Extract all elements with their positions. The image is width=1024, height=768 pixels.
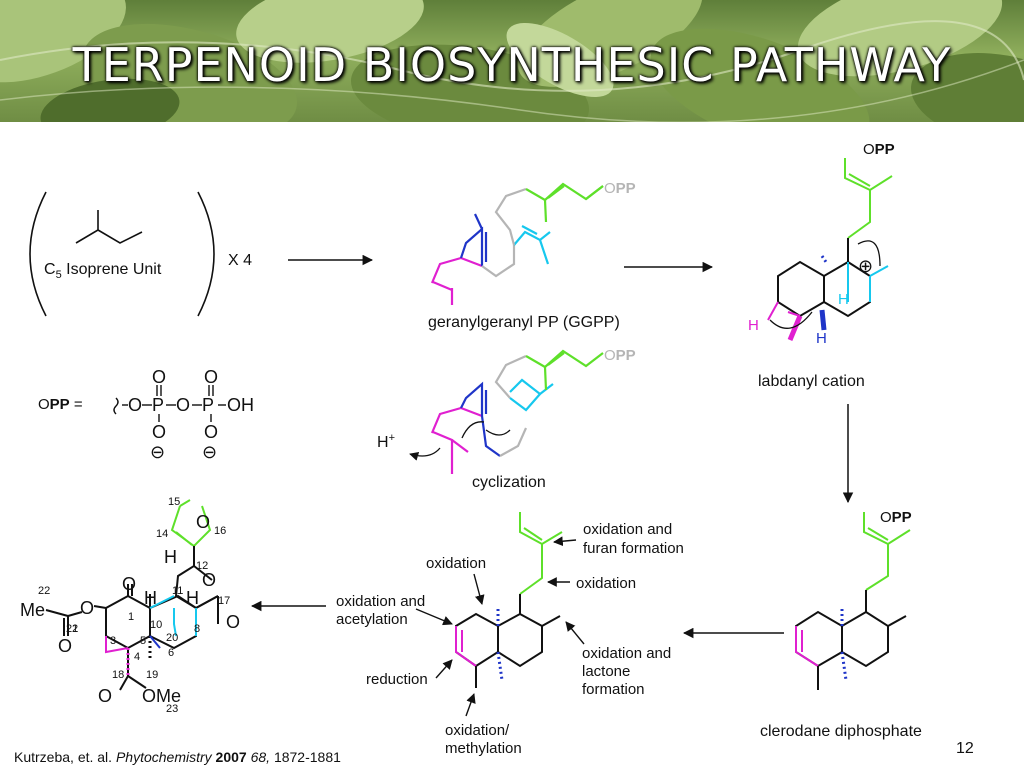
num-15: 15: [168, 496, 180, 508]
num-14: 14: [156, 528, 168, 540]
num-8: 8: [194, 623, 200, 635]
label-ox-meth-1: oxidation/: [445, 722, 510, 739]
atom-h-8: H: [186, 588, 199, 608]
citation-journal: Phytochemistry: [115, 749, 212, 765]
num-23: 23: [166, 703, 178, 715]
atom-o-lactone: O: [202, 570, 216, 590]
label-ox-lact-1: oxidation and: [582, 645, 671, 662]
num-6: 6: [168, 647, 174, 659]
num-1: 1: [128, 611, 134, 623]
page-number: 12: [956, 740, 974, 757]
num-16: 16: [214, 525, 226, 537]
label-ox-furan-2: furan formation: [583, 540, 684, 557]
ggpp-opp-label: OPP: [604, 180, 636, 197]
atom-o-acetoxy: O: [80, 598, 94, 618]
salvinorin-atoms: H O O O O H H O Me O O OMe: [20, 512, 240, 706]
atom-o-carbonyl-1: O: [122, 574, 136, 594]
opp-o-1: O: [128, 395, 142, 415]
clerodane-opp-label: OPP: [880, 509, 912, 526]
ggpp-label: geranylgeranyl PP (GGPP): [428, 314, 620, 331]
citation-year: 2007: [215, 749, 247, 765]
num-21: 21: [66, 623, 78, 635]
opp-o-top-2: O: [204, 367, 218, 387]
num-22: 22: [38, 585, 50, 597]
opp-definition-label: OPP =: [38, 396, 83, 413]
atom-ome: OMe: [142, 686, 181, 706]
cyclization-label: cyclization: [472, 474, 546, 491]
label-ox-lact-2: lactone: [582, 663, 630, 680]
atom-h-10: H: [144, 588, 157, 608]
opp-structure: [113, 385, 226, 422]
labdanyl-structure: [767, 158, 893, 341]
opp-p-2: P: [202, 395, 214, 415]
atom-o-acetyl-carbonyl: O: [58, 636, 72, 656]
atom-o-ester-carbonyl: O: [98, 686, 112, 706]
citation-authors: Kutrzeba, et. al.: [14, 749, 113, 765]
label-ox-meth-2: methylation: [445, 740, 522, 757]
clerodane-label: clerodane diphosphate: [760, 723, 922, 740]
labdanyl-plus-charge: ⊕: [858, 256, 873, 276]
cyclization-structure: [409, 349, 604, 474]
slide-title: TERPENOID BIOSYNTHESIC PATHWAY: [72, 38, 952, 92]
num-4: 4: [134, 651, 140, 663]
clerodane-structure: [795, 512, 911, 690]
label-ox-acet-1: oxidation and: [336, 593, 425, 610]
num-2: 2: [72, 623, 78, 635]
num-18: 18: [112, 669, 124, 681]
num-3: 3: [110, 635, 116, 647]
leaf-banner: TERPENOID BIOSYNTHESIC PATHWAY: [0, 0, 1024, 122]
annotation-arrows: [415, 536, 585, 717]
num-19: 19: [146, 669, 158, 681]
opp-oh: OH: [227, 395, 254, 415]
annotation-labels: oxidation oxidation and furan formation …: [336, 521, 684, 757]
opp-atoms: O P O P OH O O O O ⊖ ⊖: [128, 367, 254, 462]
opp-minus-2: ⊖: [202, 442, 217, 462]
atom-o-carbonyl-17: O: [226, 612, 240, 632]
atom-h-12: H: [164, 547, 177, 567]
num-20: 20: [166, 632, 178, 644]
opp-o-top-1: O: [152, 367, 166, 387]
times-four-label: X 4: [228, 252, 252, 269]
num-17: 17: [218, 595, 230, 607]
leaf-photo-background: [0, 0, 1024, 122]
label-ox-furan-1: oxidation and: [583, 521, 672, 538]
h-plus-label: H+: [377, 432, 395, 451]
c5-label: C5 Isoprene Unit: [44, 261, 162, 281]
label-oxidation-right: oxidation: [576, 575, 636, 592]
opp-o-bottom-2: O: [204, 422, 218, 442]
isoprene-skeleton: [75, 210, 143, 244]
num-5: 5: [140, 635, 146, 647]
opp-o-2: O: [176, 395, 190, 415]
isoprene-unit-group: [29, 191, 215, 317]
left-bracket: [29, 191, 47, 317]
carbon-numbering: 15 16 14 12 11 17 10 1 20 8 2 3 5 6 4 18…: [38, 496, 230, 715]
opp-minus-1: ⊖: [150, 442, 165, 462]
cyclization-opp-label: OPP: [604, 347, 636, 364]
label-ox-lact-3: formation: [582, 681, 645, 698]
opp-p-1: P: [152, 395, 164, 415]
citation: Kutrzeba, et. al. Phytochemistry 2007 68…: [14, 749, 341, 765]
num-11: 11: [172, 585, 183, 597]
num-12: 12: [196, 560, 208, 572]
labdanyl-h-cyan: H: [838, 291, 849, 308]
atom-o-furan: O: [196, 512, 210, 532]
num-10: 10: [150, 619, 162, 631]
labdanyl-h-blue: H: [816, 330, 827, 347]
atom-me-acetyl: Me: [20, 600, 45, 620]
right-bracket: [197, 191, 215, 317]
opp-o-bottom-1: O: [152, 422, 166, 442]
label-ox-acet-2: acetylation: [336, 611, 408, 628]
citation-pages: 1872-1881: [273, 749, 341, 765]
labdanyl-label: labdanyl cation: [758, 373, 865, 390]
label-reduction: reduction: [366, 671, 428, 688]
label-oxidation-top: oxidation: [426, 555, 486, 572]
citation-volume: 68,: [250, 749, 271, 765]
ggpp-structure: [430, 182, 604, 305]
labdanyl-h-magenta: H: [748, 317, 759, 334]
modified-clerodane-structure: [455, 512, 563, 688]
salvinorin-structure: [45, 499, 219, 691]
labdanyl-opp-label: OPP: [863, 141, 895, 158]
